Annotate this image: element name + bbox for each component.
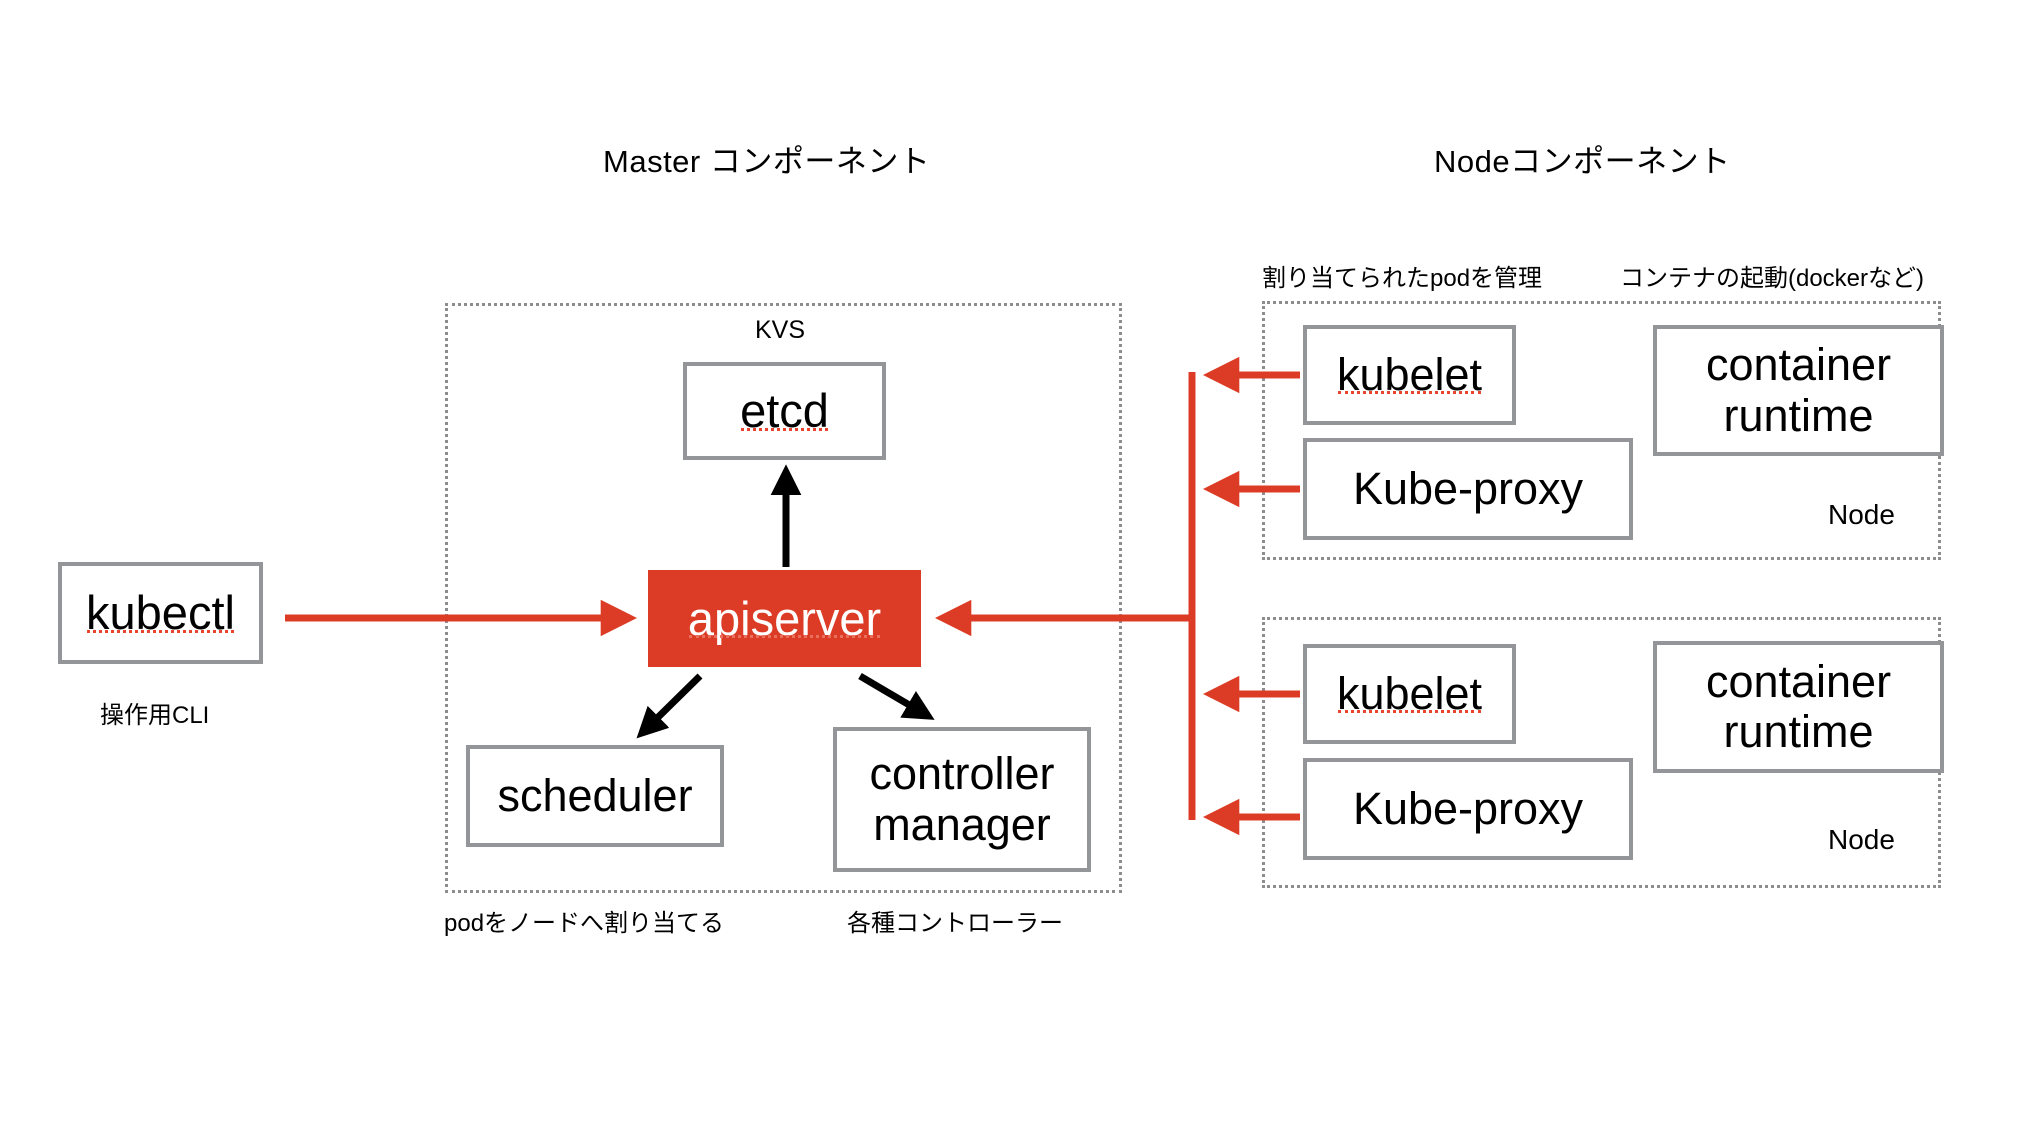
etcd-box[interactable]: etcd (683, 362, 886, 460)
controller-manager-label-line2: manager (873, 798, 1051, 850)
kubectl-box[interactable]: kubectl (58, 562, 263, 664)
caption-container-runtime-role: コンテナの起動(dockerなど) (1620, 265, 1925, 292)
controller-manager-box[interactable]: controller manager (833, 727, 1091, 872)
node-2-kubelet-label: kubelet (1336, 668, 1483, 720)
node-1-container-runtime-line2: runtime (1723, 389, 1874, 441)
node-1-kube-proxy-label: Kube-proxy (1352, 463, 1584, 515)
apiserver-label: apiserver (687, 591, 882, 645)
node-1-kubelet-box[interactable]: kubelet (1303, 325, 1516, 425)
node-1-kube-proxy-box[interactable]: Kube-proxy (1303, 438, 1633, 540)
node-1-tag: Node (1828, 499, 1895, 530)
caption-kubectl-role: 操作用CLI (100, 702, 210, 729)
master-section-title: Master コンポーネント (603, 144, 931, 179)
node-2-tag: Node (1828, 824, 1895, 855)
node-1-container-runtime-box[interactable]: container runtime (1653, 325, 1944, 456)
scheduler-box[interactable]: scheduler (466, 745, 724, 847)
kubectl-label: kubectl (86, 586, 235, 640)
caption-scheduler-role: podをノードへ割り当てる (444, 910, 725, 937)
scheduler-label: scheduler (497, 770, 693, 822)
node-2-container-runtime-box[interactable]: container runtime (1653, 641, 1944, 773)
node-2-container-runtime-line2: runtime (1723, 706, 1874, 757)
etcd-label: etcd (740, 384, 829, 438)
node-1-container-runtime-line1: container (1705, 339, 1892, 391)
node-2-kube-proxy-label: Kube-proxy (1352, 783, 1584, 835)
kvs-label: KVS (755, 316, 806, 344)
caption-controller-role: 各種コントローラー (847, 910, 1063, 937)
node-section-title: Nodeコンポーネント (1434, 144, 1731, 179)
apiserver-box[interactable]: apiserver (648, 570, 921, 667)
node-2-kubelet-box[interactable]: kubelet (1303, 644, 1516, 744)
caption-kubelet-role: 割り当てられたpodを管理 (1262, 265, 1543, 292)
controller-manager-label-line1: controller (869, 748, 1055, 800)
node-2-kube-proxy-box[interactable]: Kube-proxy (1303, 758, 1633, 860)
master-components-group (445, 303, 1122, 893)
node-1-kubelet-label: kubelet (1336, 349, 1483, 401)
node-2-container-runtime-line1: container (1705, 655, 1892, 707)
